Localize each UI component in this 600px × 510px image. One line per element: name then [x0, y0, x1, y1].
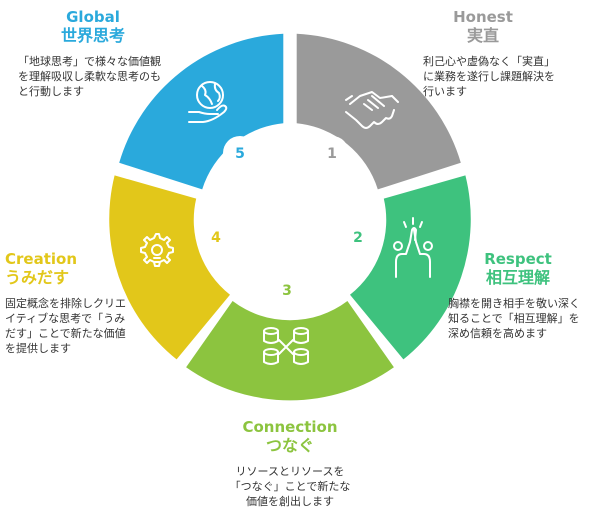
desc-global-line: 「地球思考」で様々な価値観: [18, 55, 161, 68]
title-en-creation: Creation: [5, 250, 77, 268]
desc-connection-line: リソースとリソースを: [235, 465, 345, 478]
number-2: 2: [353, 230, 363, 246]
desc-respect-line: 深め信頼を高めます: [448, 327, 547, 340]
segment-creation: [109, 175, 230, 360]
desc-honest-line: に業務を遂行し課題解決を: [423, 70, 555, 83]
title-jp-connection: つなぐ: [265, 436, 314, 455]
desc-respect: 胸襟を開き相手を敬い深く 知ることで「相互理解」を 深め信頼を高めます: [448, 296, 598, 341]
number-5: 5: [235, 146, 245, 162]
title-jp-global: 世界思考: [60, 26, 125, 45]
desc-honest: 利己心や虚偽なく「実直」 に業務を遂行し課題解決を 行います: [423, 54, 593, 99]
number-badge-1: 1: [315, 136, 349, 170]
label-respect: Respect 相互理解 胸襟を開き相手を敬い深く 知ることで「相互理解」を 深…: [448, 250, 598, 341]
desc-global-line: と行動します: [18, 85, 84, 98]
number-badge-3: 3: [270, 273, 304, 307]
desc-respect-line: 知ることで「相互理解」を: [448, 312, 580, 325]
desc-creation-line: だす」ことで新たな価値: [5, 327, 126, 340]
title-en-global: Global: [66, 8, 120, 26]
desc-global-line: を理解吸収し柔軟な思考のも: [18, 70, 161, 83]
title-en-honest: Honest: [453, 8, 513, 26]
desc-creation-line: 固定概念を排除しクリエ: [5, 297, 126, 310]
globe-in-hand-icon: [188, 81, 228, 123]
title-jp-creation: うみだす: [5, 268, 70, 287]
label-connection: Connection つなぐ リソースとリソースを 「つなぐ」ことで新たな 価値…: [200, 418, 380, 509]
desc-creation-line: を提供します: [5, 342, 71, 355]
title-en-connection: Connection: [242, 418, 338, 436]
title-jp-respect: 相互理解: [485, 268, 550, 287]
label-honest: Honest 実直 利己心や虚偽なく「実直」 に業務を遂行し課題解決を 行います: [423, 8, 593, 99]
high-five-icon: [393, 217, 433, 278]
title-en-respect: Respect: [484, 250, 552, 268]
gear-lightbulb-icon: [140, 233, 174, 267]
number-badge-4: 4: [199, 220, 233, 254]
label-creation: Creation うみだす 固定概念を排除しクリエ イティブな思考で「うみ だす…: [5, 250, 155, 356]
desc-connection: リソースとリソースを 「つなぐ」ことで新たな 価値を創出します: [200, 464, 380, 509]
desc-honest-line: 利己心や虚偽なく「実直」: [423, 55, 555, 68]
number-1: 1: [327, 146, 337, 162]
connected-database-icon: [263, 327, 309, 365]
number-4: 4: [211, 230, 221, 246]
desc-creation-line: イティブな思考で「うみ: [5, 312, 126, 325]
number-3: 3: [282, 283, 292, 299]
desc-connection-line: 価値を創出します: [246, 495, 334, 508]
label-global: Global 世界思考 「地球思考」で様々な価値観 を理解吸収し柔軟な思考のも …: [18, 8, 238, 99]
desc-respect-line: 胸襟を開き相手を敬い深く: [448, 297, 580, 310]
desc-creation: 固定概念を排除しクリエ イティブな思考で「うみ だす」ことで新たな価値 を提供し…: [5, 296, 155, 356]
desc-connection-line: 「つなぐ」ことで新たな: [229, 480, 351, 493]
segment-global: [119, 33, 284, 190]
desc-global: 「地球思考」で様々な価値観 を理解吸収し柔軟な思考のも と行動します: [18, 54, 238, 99]
desc-honest-line: 行います: [423, 85, 467, 98]
title-jp-honest: 実直: [466, 26, 499, 45]
number-badge-2: 2: [341, 220, 375, 254]
number-badge-5: 5: [223, 136, 257, 170]
segment-honest: [296, 33, 461, 190]
handshake-icon: [345, 91, 399, 129]
segment-respect: [350, 175, 471, 360]
